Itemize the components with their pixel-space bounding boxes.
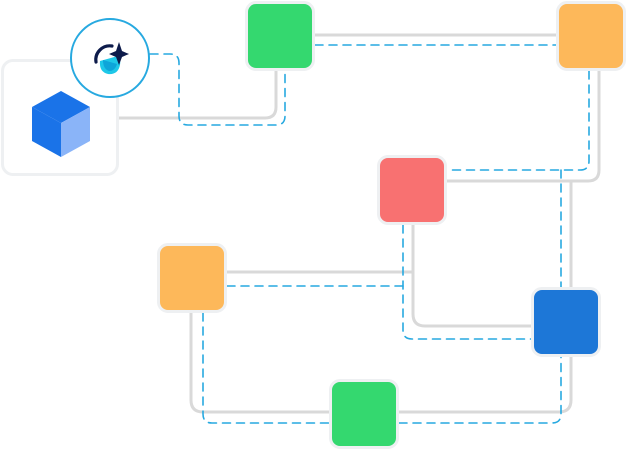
node-red[interactable] xyxy=(377,155,447,225)
solid-connector-source-green-top xyxy=(117,69,278,120)
compass-sparkle-icon xyxy=(94,42,129,75)
node-green-top[interactable] xyxy=(245,1,315,71)
solid-connector-green-bottom-blue xyxy=(397,355,573,414)
solid-connector-red-blue xyxy=(411,223,533,328)
node-green-bottom[interactable] xyxy=(329,379,399,449)
solid-connector-orange-left-green-bottom xyxy=(189,311,331,414)
node-orange-left[interactable] xyxy=(157,243,227,313)
dashed-connector-orange-right-red xyxy=(446,70,590,171)
agent-badge xyxy=(70,18,150,98)
dashed-connector-green-bottom-blue xyxy=(398,356,562,424)
dashed-connector-orange-left-green-bottom xyxy=(202,312,330,424)
dashed-connector-red-blue xyxy=(402,224,532,340)
node-blue[interactable] xyxy=(531,287,601,357)
node-orange-right[interactable] xyxy=(556,1,626,71)
dashed-connector-badge-green-top xyxy=(149,53,286,126)
cube-icon xyxy=(32,91,90,157)
solid-connector-orange-right-red xyxy=(445,69,601,183)
